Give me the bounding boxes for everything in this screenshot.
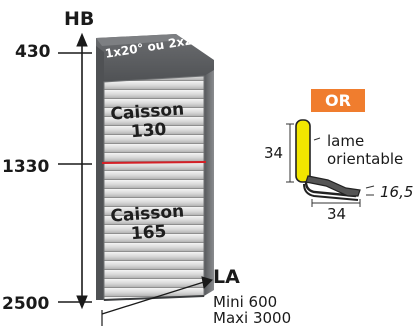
or-badge: OR — [311, 89, 365, 112]
lame-line2: orientable — [327, 150, 404, 168]
width-min-value: Mini 600 — [213, 293, 278, 311]
width-axis — [101, 276, 213, 326]
height-value-430: 430 — [15, 42, 51, 62]
caisson-130-label: Caisson 130 — [107, 99, 189, 143]
profile-thickness-dimension: 16,5 — [380, 183, 414, 201]
caisson-165-label: Caisson 165 — [107, 201, 189, 245]
lame-orientable-label: lame orientable — [327, 132, 403, 168]
profile-height-dimension: 34 — [264, 144, 284, 162]
lame-line1: lame — [327, 132, 365, 150]
width-axis-label: LA — [213, 266, 240, 288]
profile-width-dimension: 34 — [327, 205, 347, 223]
height-value-2500: 2500 — [2, 294, 50, 314]
profile-dimensions — [286, 123, 375, 207]
lame-profile-icon — [295, 119, 361, 201]
height-axis-label: HB — [64, 8, 95, 30]
height-axis — [58, 32, 92, 310]
width-max-value: Maxi 3000 — [213, 309, 292, 327]
height-value-1330: 1330 — [2, 157, 50, 177]
shutter-box — [96, 34, 214, 301]
divider-red-line — [101, 161, 207, 164]
